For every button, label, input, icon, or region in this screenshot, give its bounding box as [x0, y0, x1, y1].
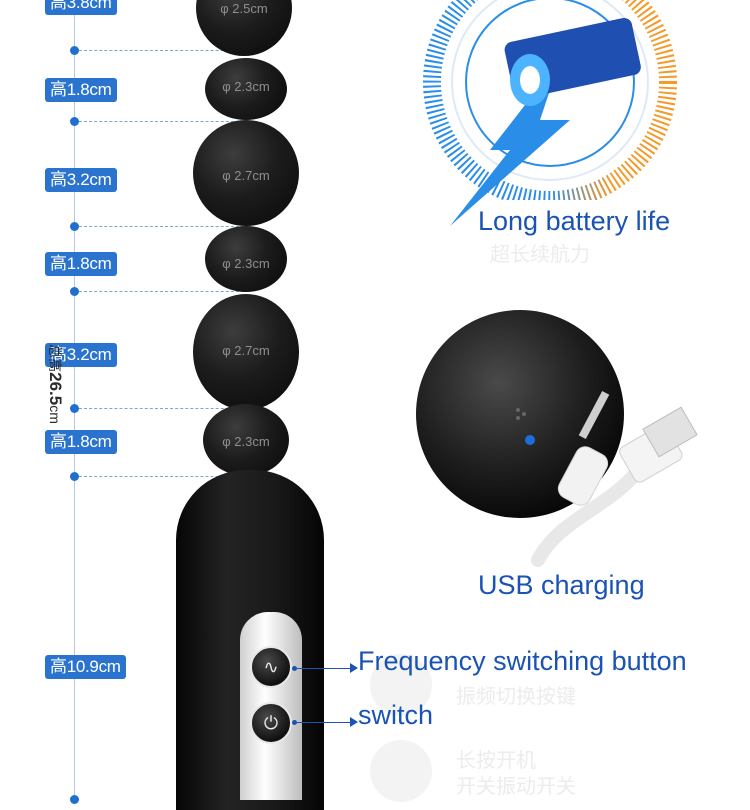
bead-diameter: φ 2.5cm	[220, 1, 268, 16]
ghost-icon-circle	[370, 654, 432, 716]
callout-line	[296, 668, 350, 669]
measure-marker	[70, 287, 79, 296]
bead	[203, 404, 289, 476]
height-tag: 高3.2cm	[45, 168, 117, 192]
frequency-button-label: Frequency switching button	[358, 646, 687, 676]
total-height-prefix: 总高	[47, 344, 63, 373]
measure-guide	[79, 476, 249, 477]
bead	[193, 120, 299, 226]
callout-dot	[292, 666, 297, 671]
bead	[205, 58, 287, 120]
wave-icon: ∿	[263, 657, 279, 677]
bead-diameter: φ 2.3cm	[222, 256, 270, 271]
bead	[193, 294, 299, 410]
height-tag: 高1.8cm	[45, 430, 117, 454]
height-tag: 高3.2cm	[45, 343, 117, 367]
battery-life-label: Long battery life	[478, 206, 671, 236]
measure-marker	[70, 472, 79, 481]
measure-marker	[70, 222, 79, 231]
bead-diameter: φ 2.3cm	[222, 79, 270, 94]
power-icon: ⏻	[263, 713, 279, 733]
switch-ghost-label-2: 开关振动开关	[456, 776, 576, 798]
callout-arrow-icon	[350, 717, 358, 727]
measure-guide	[79, 50, 249, 51]
callout-line	[296, 722, 350, 723]
measure-guide	[79, 226, 249, 227]
frequency-button[interactable]: ∿	[250, 646, 292, 688]
battery-icon	[450, 18, 641, 226]
callout-dot	[292, 720, 297, 725]
measure-marker	[70, 117, 79, 126]
bead-diameter: φ 2.7cm	[222, 168, 270, 183]
frequency-ghost-label: 振频切换按键	[456, 686, 576, 708]
total-height-unit: cm	[47, 405, 63, 424]
measurement-line	[74, 0, 75, 800]
measure-guide	[79, 291, 249, 292]
bead-diameter: φ 2.7cm	[222, 343, 270, 358]
measure-guide	[79, 121, 249, 122]
battery-life-ghost-label: 超长续航力	[490, 244, 590, 266]
ghost-icon-circle	[370, 740, 432, 802]
total-height-label: 总高26.5cm	[41, 339, 65, 429]
switch-label: switch	[358, 700, 434, 730]
bead-diameter: φ 2.3cm	[222, 434, 270, 449]
power-button[interactable]: ⏻	[250, 702, 292, 744]
measure-marker	[70, 46, 79, 55]
total-height-value: 26.5	[46, 372, 65, 406]
usb-charging-label: USB charging	[478, 570, 645, 600]
usb-charging-graphic	[416, 310, 698, 567]
height-tag: 高1.8cm	[45, 78, 117, 102]
measure-guide	[79, 408, 249, 409]
height-tag: 高1.8cm	[45, 252, 117, 276]
height-tag: 高10.9cm	[45, 655, 126, 679]
height-tag: 高3.8cm	[45, 0, 117, 15]
bead	[205, 226, 287, 292]
switch-ghost-label-1: 长按开机	[456, 750, 536, 772]
callout-arrow-icon	[350, 663, 358, 673]
measure-marker	[70, 404, 79, 413]
